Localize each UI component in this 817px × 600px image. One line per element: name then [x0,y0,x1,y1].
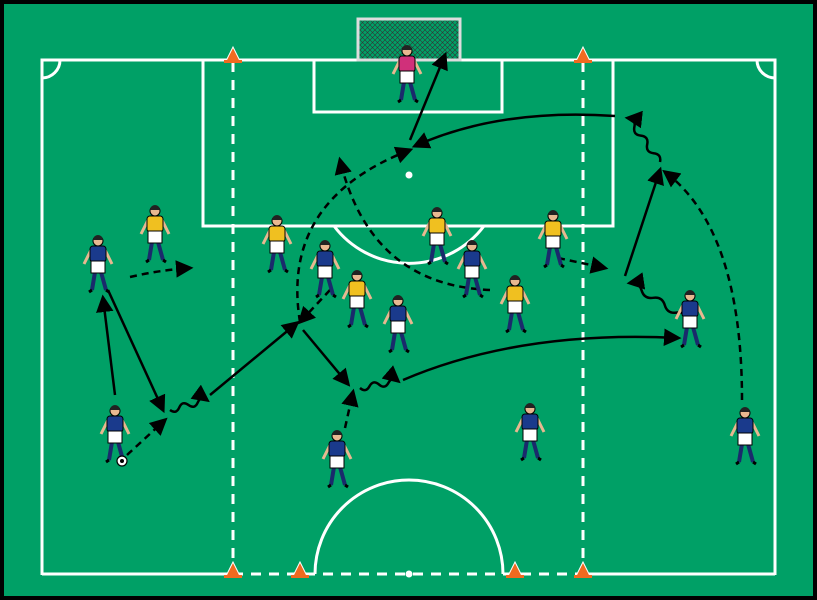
player-blue [729,407,761,466]
player-yellow [499,275,531,334]
player-blue [514,403,546,462]
run-arrow [341,388,359,429]
goalkeeper [391,45,423,104]
pitch-surface [4,4,813,596]
pass-arrow [402,328,682,382]
cone-icon [291,560,309,578]
cone-icon [506,560,524,578]
dribble-arrow [359,365,401,392]
player-yellow [341,270,373,329]
player-blue [321,430,353,489]
player-yellow [139,205,171,264]
pass-arrow [408,51,448,141]
penalty-spot [405,171,413,179]
run-arrow [126,417,168,456]
movement-arrows [96,51,744,456]
run-arrow [129,260,194,279]
center-circle [313,478,505,575]
player-blue [309,240,341,299]
cone-icon [224,560,242,578]
pass-arrow [209,320,300,396]
ball-icon [116,455,128,467]
cone-icon [574,560,592,578]
pass-arrow [96,294,117,396]
pass-arrow [106,289,166,414]
player-yellow [261,215,293,274]
players [82,45,761,489]
run-arrow [662,169,744,401]
run-arrow [297,289,331,325]
player-blue [456,240,488,299]
player-yellow [537,210,569,269]
corner-arc-left [41,59,62,80]
dribble-arrow [169,384,210,414]
cone-icon [224,45,242,63]
player-blue [382,295,414,354]
player-yellow [421,207,453,266]
cone-icon [574,45,592,63]
run-arrow [296,146,414,323]
player-blue [82,235,114,294]
pass-arrow [623,166,664,277]
center-spot [405,570,413,578]
corner-arc-right [755,59,776,80]
pass-arrow [302,329,351,387]
player-blue [674,290,706,349]
dribble-arrow [624,110,662,163]
cones [224,45,592,578]
run-arrow [557,256,609,274]
run-arrow [334,156,491,292]
pass-arrow [411,113,616,149]
